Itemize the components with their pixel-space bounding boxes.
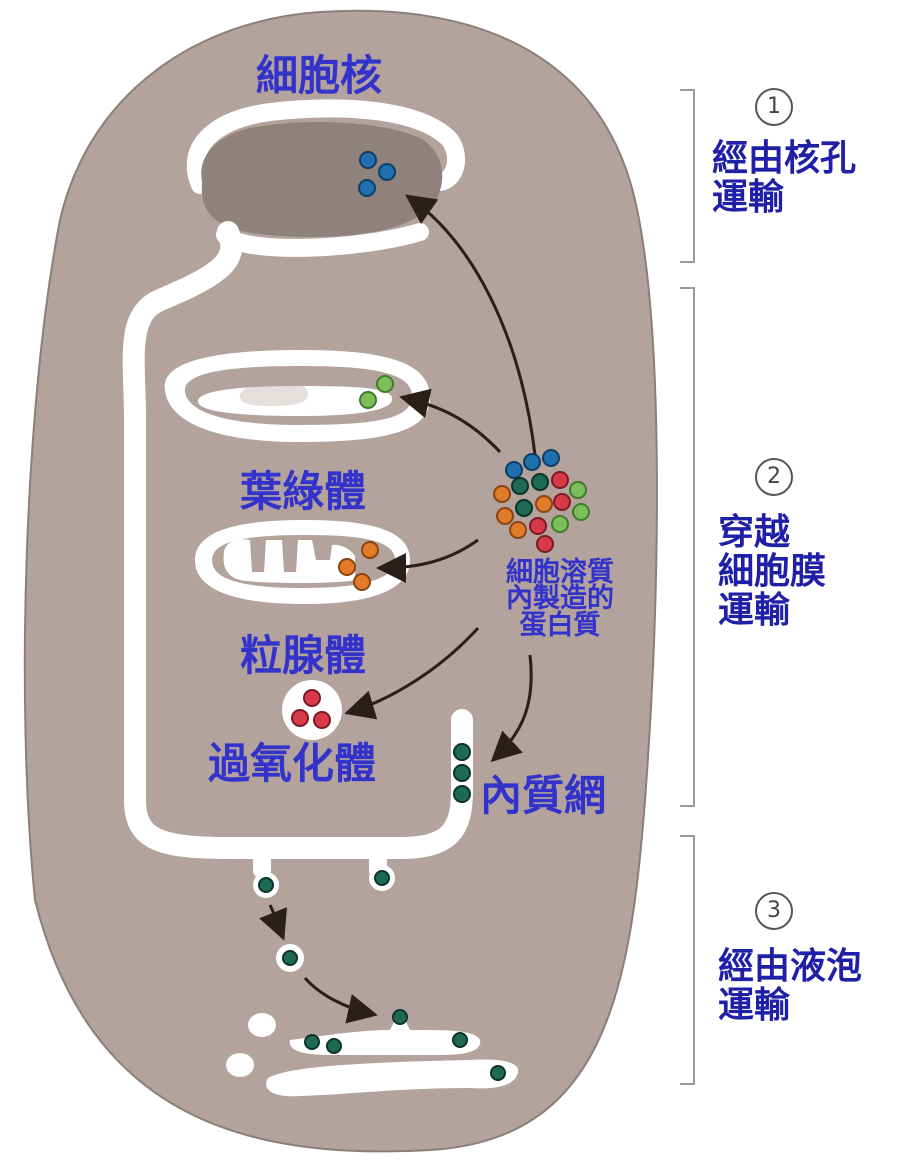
protein-dot [359, 391, 377, 409]
pathway-line: 運輸 [718, 984, 791, 1026]
protein-dot [378, 163, 396, 181]
protein-dot [453, 764, 471, 782]
protein-dot [291, 709, 309, 727]
pathway-line: 運輸 [712, 176, 785, 218]
arrow-vesicle-1 [259, 904, 288, 941]
mitochondrion [195, 520, 410, 604]
protein-dot [282, 950, 298, 966]
peroxisome-label: 過氧化體 [208, 739, 377, 788]
pathway-line: 運輸 [718, 589, 791, 631]
pathway-number-1: 1 [755, 88, 793, 126]
pathway-label-2: 穿越 細胞膜 運輸 [718, 512, 827, 631]
pathway-number-3: 3 [755, 892, 793, 930]
mitochondrion-label: 粒腺體 [240, 631, 367, 680]
protein-dot [490, 1065, 506, 1081]
protein-dot [376, 375, 394, 393]
bracket-2 [680, 287, 695, 807]
protein-dot [326, 1038, 342, 1054]
protein-dot [453, 743, 471, 761]
chloroplast-label: 葉綠體 [240, 467, 367, 516]
protein-dot [353, 573, 371, 591]
protein-dot [361, 541, 379, 559]
arrow-to-mitochondrion [376, 538, 479, 583]
pathway-line: 經由核孔 [712, 138, 857, 179]
cytosol-protein-line: 內製造的 [506, 583, 614, 615]
pathway-label-1: 經由核孔 運輸 [712, 138, 857, 218]
protein-dot [392, 1009, 408, 1025]
protein-dot [303, 689, 321, 707]
cytosol-protein-line: 細胞溶質 [506, 557, 614, 588]
cytosol-protein-label: 細胞溶質 內製造的 蛋白質 [492, 557, 628, 641]
bracket-1 [680, 89, 695, 263]
arrow-to-er [490, 654, 533, 763]
nucleus-label: 細胞核 [256, 51, 383, 100]
protein-dot [359, 151, 377, 169]
pathway-line: 經由液泡 [718, 946, 863, 987]
protein-dot [258, 877, 274, 893]
er-network [122, 221, 473, 859]
arrow-to-nucleus [405, 194, 537, 456]
protein-dot [453, 785, 471, 803]
cytosol-protein-cluster [493, 449, 590, 553]
er-label: 內質網 [480, 771, 607, 820]
pathway-line: 穿越 [718, 512, 791, 553]
protein-dot [304, 1034, 320, 1050]
protein-dot [358, 179, 376, 197]
protein-dot [374, 870, 390, 886]
arrow-to-chloroplast [399, 388, 502, 454]
protein-dot [338, 558, 356, 576]
pathway-label-3: 經由液泡 運輸 [718, 946, 863, 1026]
cytosol-protein-line: 蛋白質 [519, 609, 601, 641]
arrow-vesicle-2 [303, 977, 378, 1024]
protein-dot [452, 1032, 468, 1048]
protein-dot [313, 711, 331, 729]
pathway-line: 細胞膜 [718, 550, 827, 592]
bracket-3 [680, 835, 695, 1085]
chloroplast [164, 350, 430, 442]
arrow-to-peroxisome [344, 626, 480, 720]
pathway-number-2: 2 [755, 458, 793, 496]
